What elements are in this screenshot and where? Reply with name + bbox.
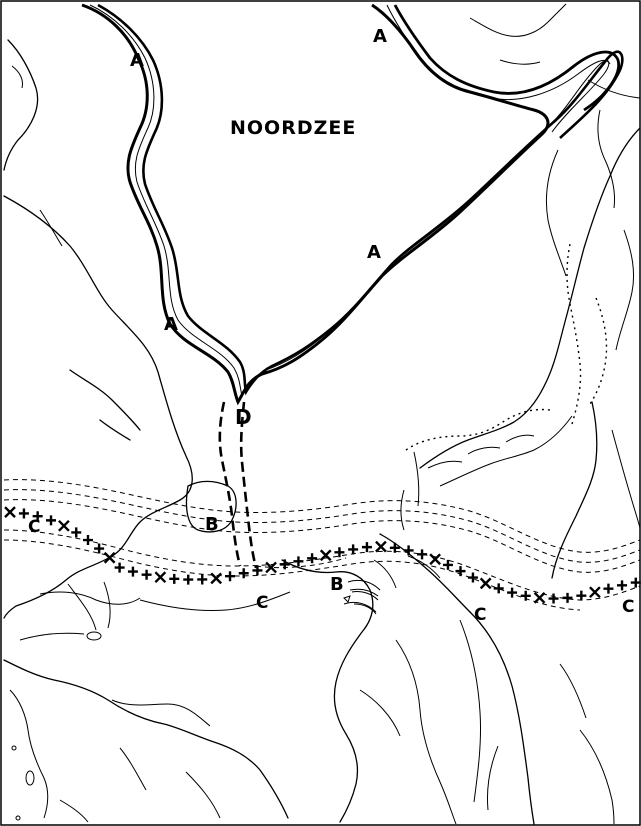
cross-mark <box>361 542 372 553</box>
continent-coast <box>281 3 641 825</box>
label-d-1: D <box>235 405 252 429</box>
cross-mark <box>71 527 82 538</box>
cross-mark <box>154 571 167 584</box>
cross-mark <box>183 574 194 585</box>
label-c-3: C <box>474 605 486 625</box>
cross-mark <box>103 551 116 564</box>
cross-mark <box>533 591 546 604</box>
cross-mark <box>429 553 441 566</box>
cross-mark <box>82 535 93 546</box>
cross-mark <box>375 540 387 553</box>
cross-mark <box>210 572 223 585</box>
cross-mark <box>4 506 16 518</box>
cross-mark <box>252 565 263 576</box>
cross-mark <box>479 577 492 590</box>
cross-mark <box>576 590 587 601</box>
label-c-2: C <box>256 593 268 613</box>
cross-mark <box>562 592 573 603</box>
cross-mark <box>114 562 125 573</box>
label-b-2: B <box>330 574 344 595</box>
cross-mark <box>265 561 277 574</box>
cross-mark <box>389 542 400 553</box>
cross-mark <box>58 519 70 532</box>
cross-mark <box>197 574 208 585</box>
cross-mark <box>630 577 641 588</box>
cross-mark <box>589 586 601 599</box>
island-b <box>185 480 237 533</box>
cross-mark <box>18 508 29 519</box>
label-a-1: A <box>130 50 144 71</box>
cross-mark <box>467 572 478 583</box>
crosses-line <box>4 506 641 604</box>
label-a-3: A <box>367 242 381 263</box>
cross-mark <box>617 580 628 591</box>
sea-label: NOORDZEE <box>230 117 356 139</box>
label-c-1: C <box>28 517 40 537</box>
cross-mark <box>32 511 43 522</box>
cross-mark <box>442 559 453 570</box>
cross-mark <box>520 590 531 601</box>
cross-mark <box>225 571 236 582</box>
cross-mark <box>507 587 518 598</box>
dotted-boundaries <box>405 243 608 451</box>
cross-mark <box>334 547 345 558</box>
cross-mark <box>94 543 105 554</box>
cross-mark <box>348 544 359 555</box>
cross-mark <box>127 566 138 577</box>
cross-mark <box>603 583 614 594</box>
cross-mark <box>455 566 466 577</box>
cross-mark <box>319 549 332 562</box>
cross-mark <box>293 556 304 567</box>
cross-mark <box>238 568 249 579</box>
label-a-4: A <box>164 314 178 335</box>
cross-mark <box>307 553 318 564</box>
cross-mark <box>46 515 57 526</box>
label-b-1: B <box>205 514 219 535</box>
label-c-4: C <box>622 597 634 617</box>
channel-d <box>218 401 347 569</box>
channel-a <box>81 3 624 406</box>
cross-mark <box>141 569 152 580</box>
cross-mark <box>403 545 414 556</box>
britain-coast <box>3 39 291 823</box>
delta-marks <box>343 579 381 615</box>
cross-mark <box>548 593 559 604</box>
cross-mark <box>493 583 504 594</box>
label-a-2: A <box>373 26 387 47</box>
cross-mark <box>417 549 428 560</box>
cross-mark <box>169 573 180 584</box>
